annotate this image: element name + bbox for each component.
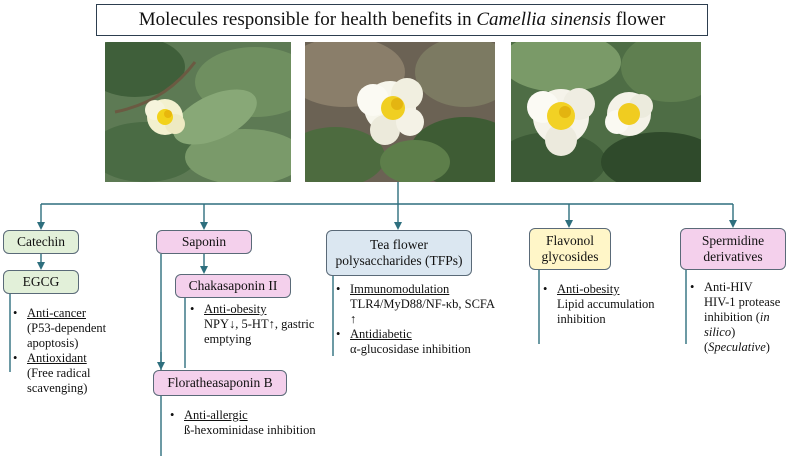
node-chakasaponin: Chakasaponin II [175, 274, 291, 298]
benefit-anti-obesity-flavonol-note: Lipid accumulation inhibition [557, 297, 655, 326]
node-egcg-label: EGCG [22, 274, 60, 289]
node-spermidine: Spermidine derivatives [680, 228, 786, 270]
benefit-immunomodulation-note: TLR4/MyD88/NF-κb, SCFA ↑ [350, 297, 495, 326]
node-flavonol-label: Flavonol glycosides [541, 233, 599, 264]
node-egcg: EGCG [3, 270, 79, 294]
node-flavonol: Flavonol glycosides [529, 228, 611, 270]
benefit-antidiabetic-note: α-glucosidase inhibition [350, 342, 471, 356]
benefit-anti-allergic-note: ß-hexominidase inhibition [184, 423, 316, 437]
detail-chakasaponin: Anti-obesity NPY↓, 5-HT↑, gastric emptyi… [190, 302, 325, 347]
node-catechin: Catechin [3, 230, 79, 254]
title-box: Molecules responsible for health benefit… [96, 4, 708, 36]
node-catechin-label: Catechin [17, 234, 65, 249]
benefit-antidiabetic: Antidiabetic [350, 327, 412, 341]
benefit-anti-hiv-note: HIV-1 protease inhibition (in silico) [704, 295, 781, 339]
detail-spermidine: Anti-HIV HIV-1 protease inhibition (in s… [690, 280, 802, 355]
node-spermidine-label: Spermidine derivatives [701, 233, 765, 264]
node-floratheasaponin: Floratheasaponin B [153, 370, 287, 396]
benefit-immunomodulation: Immunomodulation [350, 282, 450, 296]
benefit-antioxidant: Antioxidant [27, 351, 87, 365]
detail-flavonol: Anti-obesity Lipid accumulation inhibiti… [543, 282, 663, 327]
node-tfps: Tea flower polysaccharides (TFPs) [326, 230, 472, 276]
benefit-anti-cancer: Anti-cancer [27, 306, 86, 320]
benefit-anti-obesity-chakasaponin: Anti-obesity [204, 302, 267, 316]
node-tfps-label: Tea flower polysaccharides (TFPs) [335, 237, 463, 268]
node-chakasaponin-label: Chakasaponin II [188, 278, 278, 293]
detail-floratheasaponin: Anti-allergic ß-hexominidase inhibition [170, 408, 340, 438]
node-floratheasaponin-label: Floratheasaponin B [167, 375, 273, 390]
node-saponin: Saponin [156, 230, 252, 254]
detail-tfps: Immunomodulation TLR4/MyD88/NF-κb, SCFA … [336, 282, 496, 357]
title-text: Molecules responsible for health benefit… [138, 9, 666, 30]
benefit-anti-obesity-chakasaponin-note: NPY↓, 5-HT↑, gastric emptying [204, 317, 315, 346]
flower-photo-2 [305, 42, 495, 182]
benefit-anti-hiv-speculative: (Speculative) [704, 340, 770, 354]
benefit-anti-hiv: Anti-HIV [704, 280, 753, 294]
benefit-anti-allergic: Anti-allergic [184, 408, 248, 422]
benefit-anti-obesity-flavonol: Anti-obesity [557, 282, 620, 296]
benefit-anti-cancer-note: (P53-dependent apoptosis) [27, 321, 107, 350]
detail-egcg: Anti-cancer (P53-dependent apoptosis) An… [13, 306, 138, 396]
node-saponin-label: Saponin [181, 234, 227, 249]
flower-photo-3 [511, 42, 701, 182]
flower-photo-1 [105, 42, 291, 182]
benefit-antioxidant-note: (Free radical scavenging) [27, 366, 91, 395]
